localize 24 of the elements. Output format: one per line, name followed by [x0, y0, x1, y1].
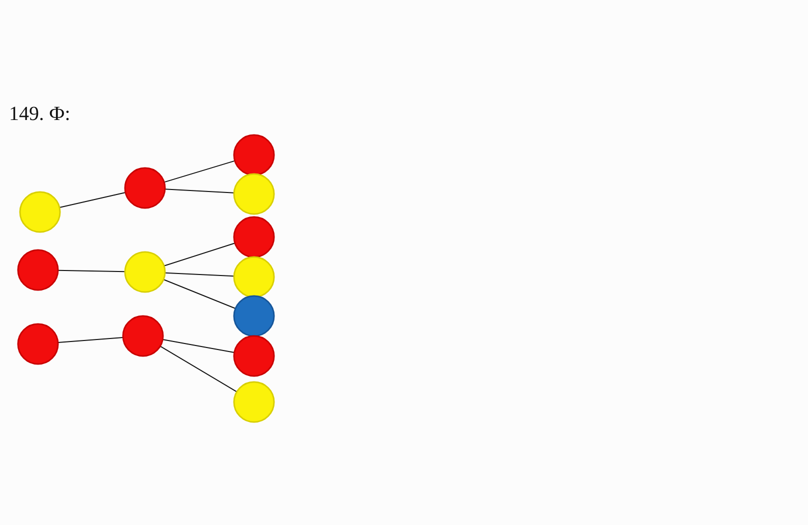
ball-node	[233, 173, 275, 215]
connector-line	[164, 160, 236, 183]
ball-node	[17, 249, 59, 291]
connector-line	[163, 278, 236, 310]
ball-node	[122, 315, 164, 357]
ball-node	[124, 251, 166, 293]
ball-node	[233, 134, 275, 176]
connector-line	[59, 192, 126, 208]
ball-node	[233, 216, 275, 258]
connector-line	[164, 188, 235, 194]
ball-node	[233, 335, 275, 377]
connector-line	[162, 339, 235, 353]
ball-node	[124, 167, 166, 209]
connector-line	[58, 270, 126, 272]
ball-node	[233, 256, 275, 298]
problem-number: 149. Ф:	[9, 103, 70, 126]
ball-node	[17, 323, 59, 365]
ball-node	[233, 295, 275, 337]
connector-line	[160, 346, 238, 392]
connector-line	[164, 272, 235, 277]
ball-node	[19, 191, 61, 233]
connector-line	[57, 337, 124, 343]
ball-node	[233, 381, 275, 423]
connector-line	[164, 242, 236, 266]
